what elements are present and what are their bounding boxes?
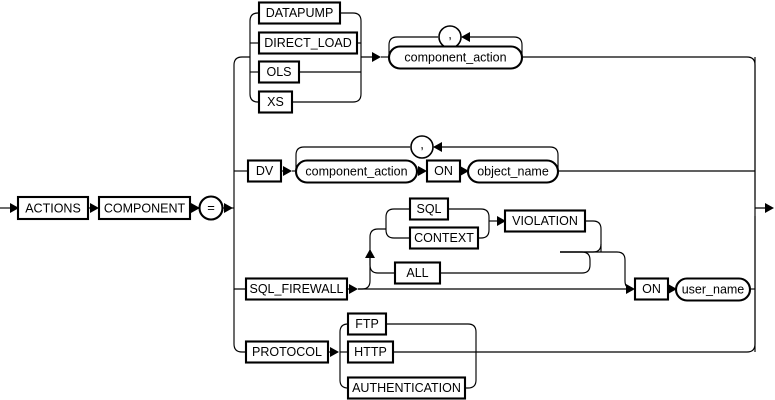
node-sql-firewall: SQL_FIREWALL	[244, 277, 349, 301]
node-ols: OLS	[257, 60, 301, 84]
node-actions: ACTIONS	[16, 195, 90, 221]
sql-firewall-optional-left-rail	[369, 228, 394, 274]
arrowhead	[497, 216, 506, 226]
equals-label: =	[207, 200, 215, 215]
arrowhead	[668, 284, 677, 294]
entry-arrowhead	[10, 203, 19, 213]
arrowhead	[191, 203, 200, 213]
component-action-loop-1	[381, 36, 523, 58]
loop-arrowhead-left	[433, 142, 442, 152]
node-protocol: PROTOCOL	[244, 340, 330, 364]
component-action-2-label: component_action	[305, 164, 407, 178]
http-label: HTTP	[354, 345, 387, 359]
connector-on2-username	[668, 284, 677, 294]
ftp-label: FTP	[355, 317, 379, 331]
violation-label: VIOLATION	[512, 214, 578, 228]
ols-label: OLS	[266, 65, 291, 79]
node-sql: SQL	[408, 197, 450, 221]
comma-1-label: ,	[448, 26, 452, 41]
connector-equals-fork	[222, 203, 234, 213]
component-group-right-rail	[292, 12, 381, 103]
exit-path	[754, 57, 774, 352]
arrowhead	[90, 203, 99, 213]
node-all: ALL	[393, 261, 442, 285]
sql-context-right-rail	[448, 208, 506, 239]
connector-protocol-choice	[328, 347, 339, 357]
node-authentication: AUTHENTICATION	[346, 376, 467, 400]
connector-actions-component	[88, 203, 99, 213]
node-on-2: ON	[633, 277, 670, 301]
sql-label: SQL	[416, 202, 441, 216]
node-object-name: object_name	[466, 159, 560, 184]
node-equals: =	[198, 195, 224, 221]
direct-load-label: DIRECT_LOAD	[264, 36, 352, 50]
arrowhead	[418, 166, 427, 176]
comma-separator-2: ,	[410, 135, 442, 159]
exit-arrowhead	[765, 203, 774, 213]
node-user-name: user_name	[674, 277, 752, 302]
node-ftp: FTP	[346, 312, 388, 336]
component-label: COMPONENT	[104, 201, 186, 215]
on-1-label: ON	[434, 164, 453, 178]
user-name-label: user_name	[682, 282, 745, 296]
component-group-left-rail	[249, 12, 260, 103]
node-http: HTTP	[346, 340, 395, 364]
actions-label: ACTIONS	[25, 201, 81, 215]
sql-firewall-label: SQL_FIREWALL	[249, 282, 343, 296]
loop-arrowhead-left	[461, 32, 470, 42]
arrowhead	[224, 203, 233, 213]
node-component-action-1: component_action	[387, 45, 524, 70]
component-action-1-label: component_action	[404, 50, 506, 64]
all-label: ALL	[406, 266, 428, 280]
dv-label: DV	[256, 164, 274, 178]
connector-on-objectname	[460, 166, 469, 176]
connector-component-equals	[190, 203, 200, 213]
datapump-label: DATAPUMP	[266, 6, 334, 20]
authentication-label: AUTHENTICATION	[352, 381, 461, 395]
comma-separator-1: ,	[438, 25, 470, 49]
arrowhead	[460, 166, 469, 176]
node-datapump: DATAPUMP	[257, 1, 342, 25]
context-label: CONTEXT	[414, 231, 474, 245]
entry-path	[0, 203, 19, 213]
connector-ca2-on	[417, 166, 427, 176]
node-direct-load: DIRECT_LOAD	[257, 31, 359, 55]
object-name-label: object_name	[477, 164, 549, 178]
node-component-action-2: component_action	[294, 159, 419, 184]
arrowhead	[372, 52, 381, 62]
node-violation: VIOLATION	[503, 209, 587, 233]
node-component: COMPONENT	[97, 195, 192, 221]
sql-firewall-optional-right-rail	[440, 220, 635, 294]
row1-exit-rail	[522, 56, 756, 200]
arrowhead	[349, 284, 358, 294]
connector-dv-to-loop	[281, 166, 292, 176]
comma-2-label: ,	[420, 136, 424, 151]
protocol-label: PROTOCOL	[252, 345, 322, 359]
xs-label: XS	[267, 95, 284, 109]
on-2-label: ON	[642, 282, 661, 296]
node-context: CONTEXT	[408, 226, 480, 250]
node-xs: XS	[257, 90, 294, 114]
arrowhead	[626, 284, 635, 294]
arrowhead	[283, 166, 292, 176]
node-on-1: ON	[425, 159, 462, 183]
sql-context-left-rail	[385, 208, 409, 239]
node-dv: DV	[246, 159, 283, 183]
main-fork-rail	[233, 56, 250, 353]
arrowhead	[330, 347, 339, 357]
